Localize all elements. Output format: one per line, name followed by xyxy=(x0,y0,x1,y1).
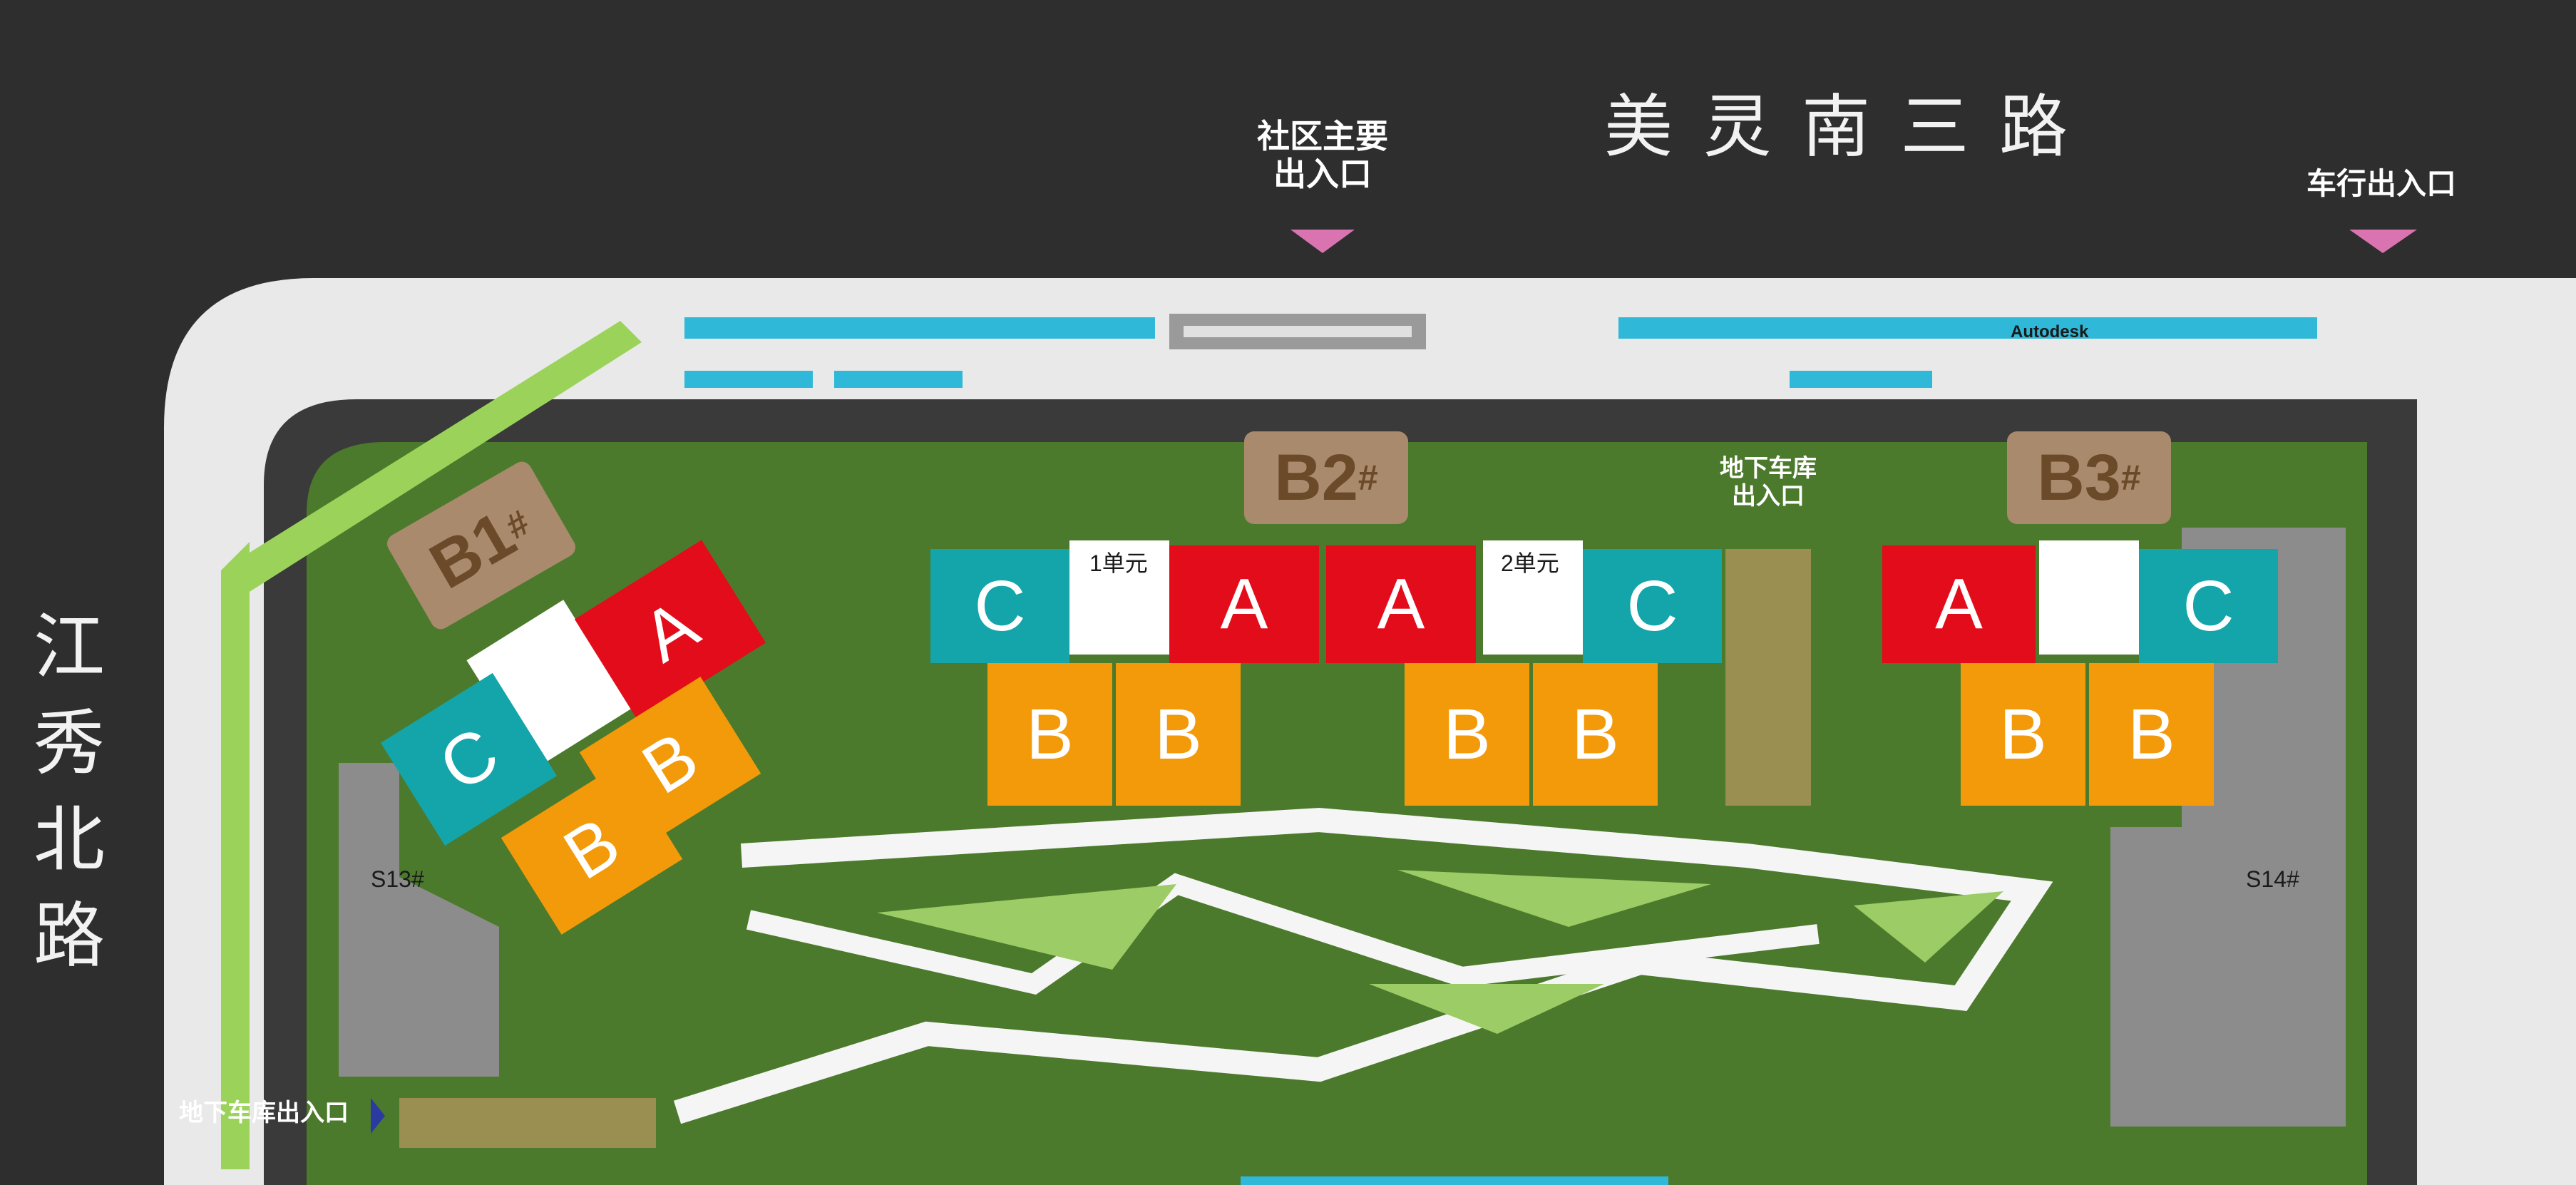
b2-sup: # xyxy=(1358,458,1378,498)
b2-tag-text: B2# xyxy=(1244,431,1408,524)
b2-unit-c-1: C xyxy=(930,549,1069,663)
water-feature-west xyxy=(684,317,1155,339)
unit1-label: 1单元 xyxy=(1089,550,1148,576)
vehicle-entrance-marker xyxy=(2349,230,2417,253)
road-char: 北 xyxy=(34,798,105,881)
main-entrance-marker xyxy=(1290,230,1355,253)
b3-name: B3 xyxy=(2037,441,2121,514)
b3-unit-c: C xyxy=(2139,549,2278,663)
b2-unit2-core xyxy=(1483,540,1583,655)
road-name-north: 美 灵 南 三 路 xyxy=(1604,87,2073,167)
b2-unit-b-3: B xyxy=(1405,663,1529,806)
label-line: 出入口 xyxy=(1732,482,1805,511)
b2-unit-b-2: B xyxy=(1116,663,1241,806)
s13-label: S13# xyxy=(371,866,424,892)
b3-core xyxy=(2039,540,2139,655)
b2-unit-a-1: A xyxy=(1169,545,1319,663)
garden-path xyxy=(673,807,2053,1124)
b2-tag: B2# xyxy=(1244,431,1408,524)
underground-ramp-south xyxy=(399,1098,656,1148)
b3-tag-text: B3# xyxy=(2007,431,2171,524)
underground-entrance-north-label: 地下车库 出入口 xyxy=(1697,454,1839,511)
b2-unit-a-2: A xyxy=(1326,545,1476,663)
road-char: 秀 xyxy=(34,702,105,785)
s14-label: S14# xyxy=(2246,866,2299,892)
building-s13 xyxy=(339,763,499,1077)
b2-name: B2 xyxy=(1274,441,1358,514)
lawn-patch xyxy=(877,884,1176,970)
b3-unit-b-2: B xyxy=(2089,663,2214,806)
water-feature-east xyxy=(1618,317,2317,339)
road-char: 江 xyxy=(34,605,105,689)
building-s14 xyxy=(2110,528,2346,1127)
label-line: 出入口 xyxy=(1273,154,1372,193)
b2-unit-b-4: B xyxy=(1533,663,1658,806)
road-char: 路 xyxy=(34,894,105,978)
b3-unit-b-1: B xyxy=(1961,663,2085,806)
vehicle-entrance-label: 车行出入口 xyxy=(2306,166,2456,201)
underground-ramp-north xyxy=(1725,549,1811,806)
b2-unit-b-1: B xyxy=(987,663,1112,806)
b3-unit-a: A xyxy=(1882,545,2036,663)
b3-sup: # xyxy=(2120,458,2141,498)
b2-unit-c-2: C xyxy=(1583,549,1722,663)
b1-core xyxy=(466,600,632,769)
b3-tag: B3# xyxy=(2007,431,2171,524)
underground-entrance-south-label: 地下车库出入口 xyxy=(179,1099,349,1127)
west-green-strip xyxy=(221,542,250,1169)
label-line: 社区主要 xyxy=(1257,117,1388,155)
road-name-west: 江 秀 北 路 xyxy=(30,599,108,984)
label-line: 地下车库 xyxy=(1720,454,1817,483)
b2-unit1-core xyxy=(1069,540,1169,655)
autodesk-sign: Autodesk xyxy=(2011,322,2089,342)
main-entrance-label: 社区主要 出入口 xyxy=(1226,118,1419,193)
unit2-label: 2单元 xyxy=(1501,550,1559,576)
